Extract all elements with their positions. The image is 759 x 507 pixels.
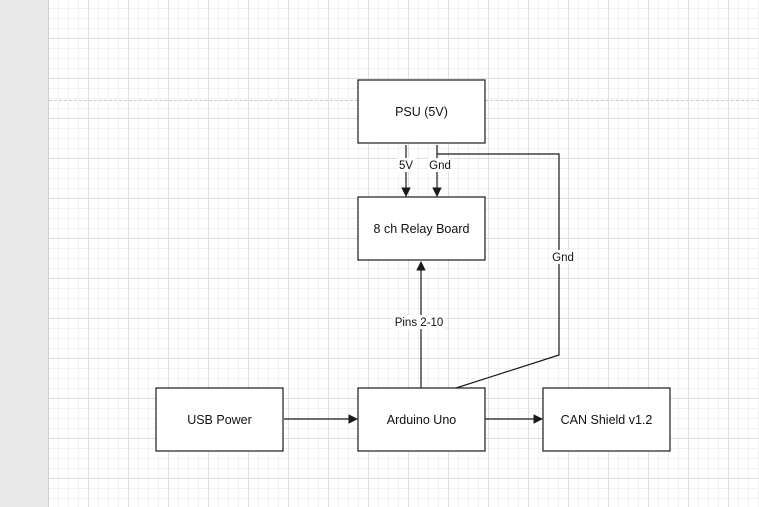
node-usb-power-box[interactable] — [155, 387, 284, 452]
edge-label-5v: 5V — [399, 160, 413, 172]
node-can-shield[interactable]: CAN Shield v1.2 — [542, 387, 671, 452]
node-arduino-uno-label: Arduino Uno — [387, 413, 457, 427]
node-usb-power[interactable]: USB Power — [155, 387, 284, 452]
node-arduino-uno-box[interactable] — [357, 387, 486, 452]
edge-label-gnd-arduino: Gnd — [552, 252, 574, 264]
edge-psu-arduino-gnd[interactable] — [437, 153, 560, 389]
node-psu-label: PSU (5V) — [395, 105, 448, 119]
edge-label-gnd-relay: Gnd — [429, 160, 451, 172]
node-usb-power-label: USB Power — [187, 413, 252, 427]
left-gutter — [0, 0, 49, 507]
node-relay-board[interactable]: 8 ch Relay Board — [357, 196, 486, 261]
node-relay-board-label: 8 ch Relay Board — [374, 222, 470, 236]
node-arduino-uno[interactable]: Arduino Uno — [357, 387, 486, 452]
edge-label-bg — [551, 250, 576, 264]
node-can-shield-label: CAN Shield v1.2 — [561, 413, 653, 427]
node-can-shield-box[interactable] — [542, 387, 671, 452]
edge-label-bg — [428, 158, 450, 172]
node-psu[interactable]: PSU (5V) — [357, 79, 486, 144]
edge-label-bg — [398, 158, 415, 172]
node-relay-board-box[interactable] — [357, 196, 486, 261]
edge-label-pins: Pins 2-10 — [395, 317, 444, 329]
node-psu-box[interactable] — [357, 79, 486, 144]
edge-label-bg — [393, 315, 445, 329]
